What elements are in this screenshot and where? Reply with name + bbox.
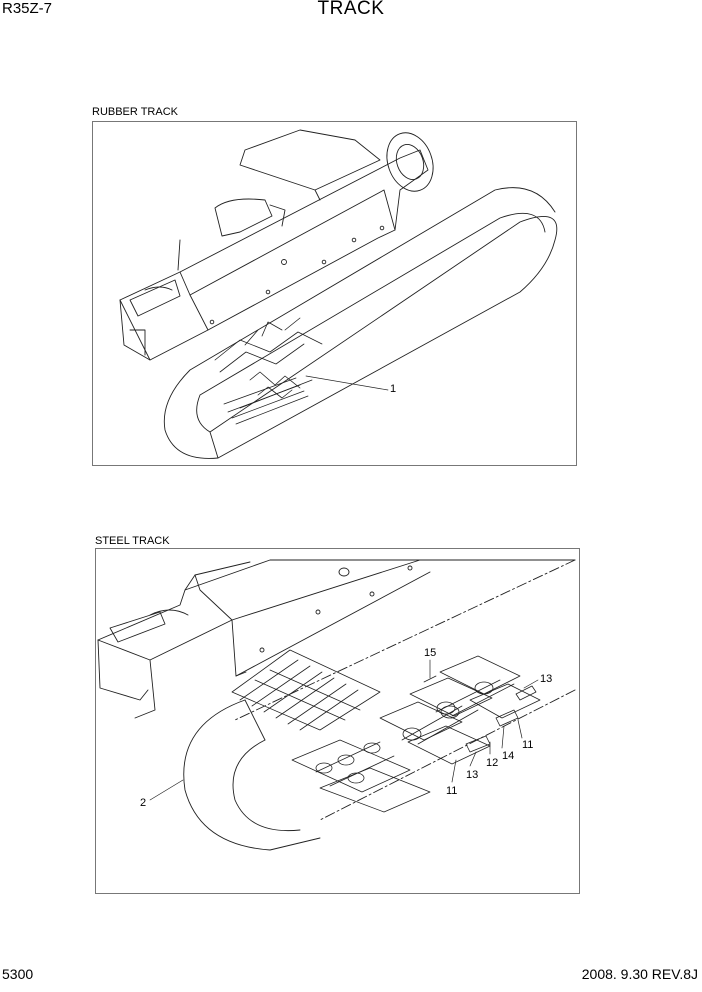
callout-13-upper: 13 [540, 673, 552, 685]
callout-2: 2 [140, 797, 146, 809]
callout-15: 15 [424, 647, 436, 659]
revision-date: 2008. 9.30 REV.8J [581, 966, 698, 982]
rubber-track-panel [92, 121, 577, 466]
callout-13-lower: 13 [466, 769, 478, 781]
callout-12: 12 [486, 757, 498, 769]
steel-track-label: STEEL TRACK [95, 535, 170, 547]
model-code: R35Z-7 [2, 0, 53, 17]
callout-1: 1 [390, 383, 396, 395]
callout-14: 14 [502, 750, 514, 762]
page-title: TRACK [317, 0, 385, 19]
page-number: 5300 [2, 966, 34, 982]
callout-11-left: 11 [446, 785, 457, 797]
rubber-track-label: RUBBER TRACK [92, 106, 178, 118]
rubber-track-illustration [119, 129, 558, 459]
steel-track-panel [95, 548, 580, 894]
steel-track-illustration [97, 559, 576, 851]
callout-11-right: 11 [522, 739, 533, 751]
